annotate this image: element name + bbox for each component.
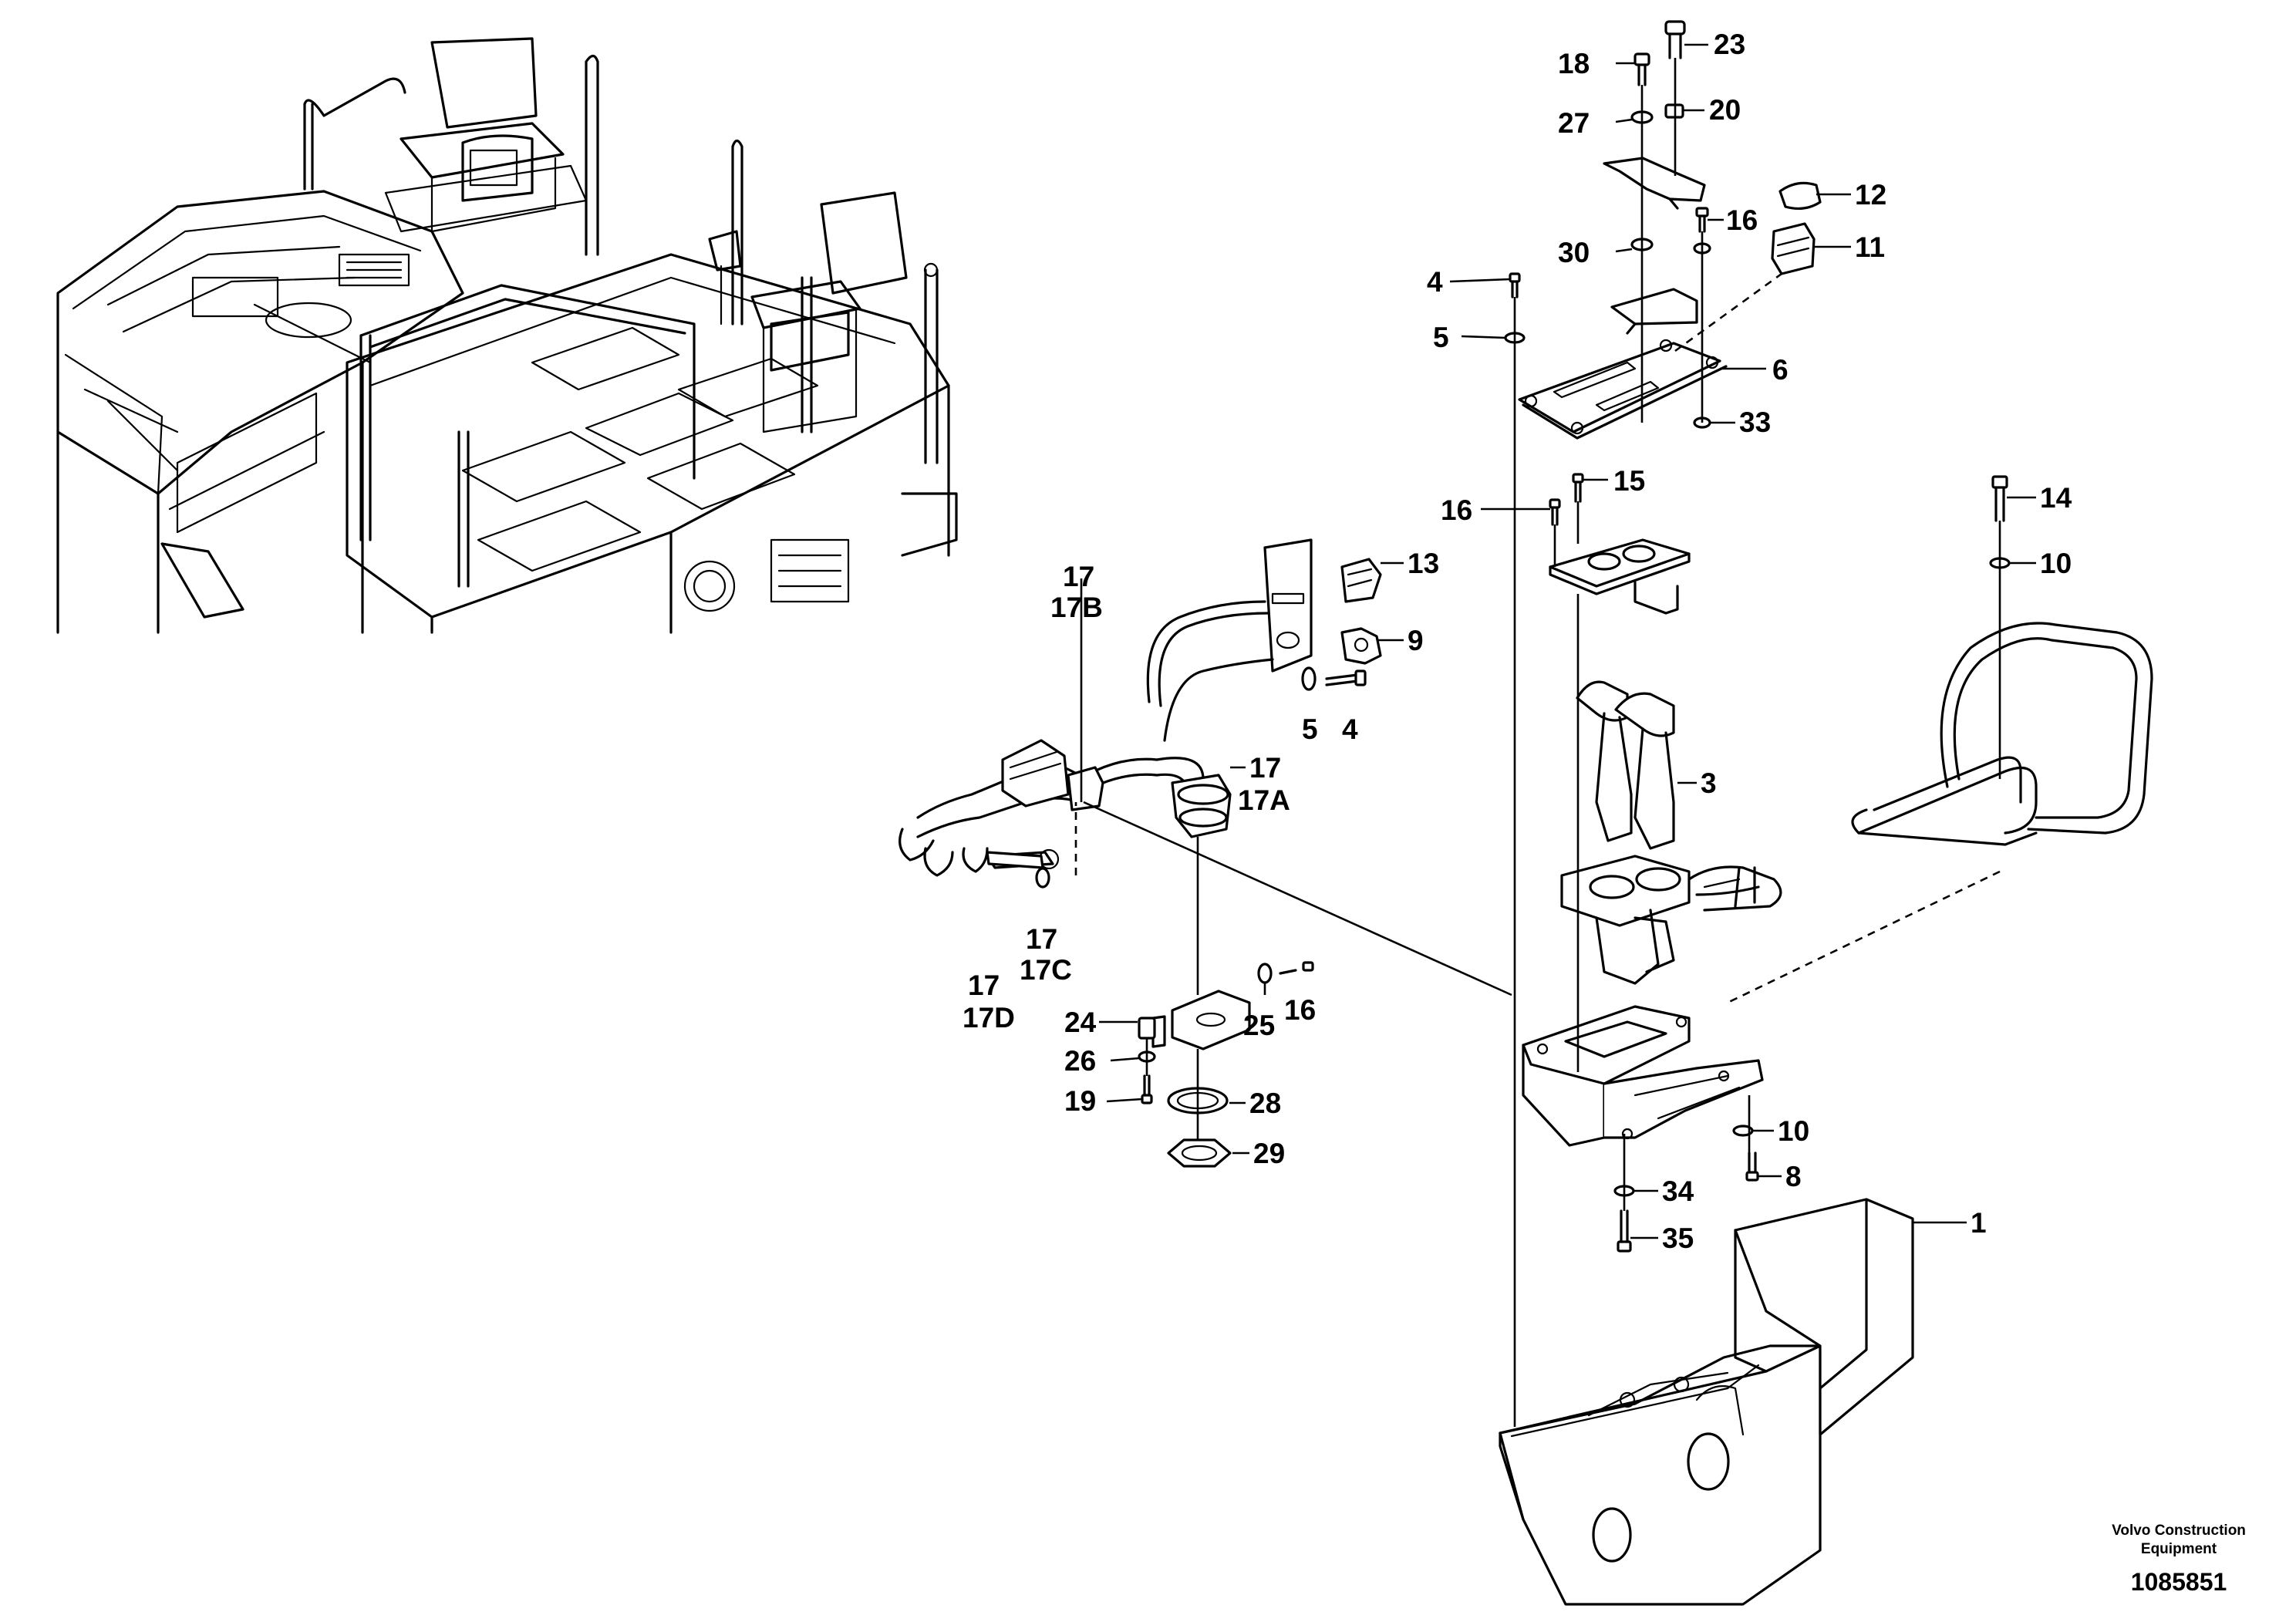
footer-brand: Volvo Construction Equipment 1085851 — [2112, 1523, 2246, 1596]
assembly-lines — [1074, 58, 2001, 1427]
label-5-mid: 5 — [1302, 713, 1318, 745]
mounting-bracket — [1549, 538, 1691, 615]
label-23: 23 — [1714, 29, 1745, 60]
label-15: 15 — [1613, 465, 1645, 497]
label-25: 25 — [1243, 1010, 1275, 1041]
part-3-joystick — [1560, 680, 1782, 985]
label-29: 29 — [1253, 1138, 1285, 1169]
label-12: 12 — [1855, 179, 1886, 211]
label-10-low: 10 — [1778, 1115, 1809, 1147]
label-24: 24 — [1064, 1007, 1097, 1038]
label-8: 8 — [1785, 1161, 1802, 1192]
label-16-mid: 16 — [1441, 494, 1472, 526]
small-fasteners — [986, 20, 2011, 1253]
label-17-left: 17 — [1063, 561, 1094, 592]
label-17A: 17A — [1238, 784, 1290, 816]
part-14-handrail — [1851, 622, 2153, 846]
label-14: 14 — [2040, 482, 2072, 514]
label-5-top: 5 — [1433, 322, 1449, 353]
label-17B: 17B — [1050, 592, 1103, 623]
label-18: 18 — [1558, 48, 1590, 79]
brand-line-2: Equipment — [2141, 1541, 2217, 1557]
upper-brackets — [1603, 157, 1706, 335]
label-26: 26 — [1064, 1045, 1096, 1077]
label-34: 34 — [1662, 1175, 1694, 1207]
label-leaders — [1099, 43, 2036, 1239]
label-16-top: 16 — [1726, 204, 1758, 236]
part-6-plate — [1518, 339, 1728, 440]
label-3: 3 — [1701, 767, 1717, 799]
callout-labels: 23 18 27 20 12 16 11 30 4 5 6 33 15 16 1… — [963, 29, 2072, 1254]
label-11: 11 — [1855, 231, 1885, 263]
label-28: 28 — [1249, 1088, 1281, 1119]
label-17C: 17C — [1020, 954, 1072, 986]
label-19: 19 — [1064, 1085, 1096, 1117]
label-13: 13 — [1408, 548, 1439, 579]
part-1-console-housing — [1499, 1198, 1914, 1606]
label-30: 30 — [1558, 237, 1590, 268]
label-20: 20 — [1709, 94, 1741, 126]
document-number: 1085851 — [2131, 1568, 2227, 1596]
label-4-top: 4 — [1427, 266, 1443, 298]
label-33: 33 — [1739, 406, 1771, 438]
label-6: 6 — [1772, 354, 1789, 386]
lower-console-frame — [1522, 1005, 1764, 1147]
label-16-low: 16 — [1284, 994, 1316, 1026]
label-9: 9 — [1408, 625, 1424, 656]
label-27: 27 — [1558, 107, 1590, 139]
label-17D: 17D — [963, 1002, 1015, 1034]
brand-line-1: Volvo Construction — [2112, 1523, 2246, 1539]
label-17-mid: 17 — [1249, 752, 1281, 784]
label-1: 1 — [1971, 1207, 1987, 1239]
label-17-c: 17 — [1026, 923, 1057, 955]
label-4-mid: 4 — [1342, 713, 1358, 745]
label-10-top: 10 — [2040, 548, 2072, 579]
machine-overview-drawing — [56, 37, 958, 634]
label-35: 35 — [1662, 1222, 1694, 1254]
label-17-d: 17 — [968, 969, 1000, 1001]
harness-and-panel — [899, 538, 1382, 1168]
